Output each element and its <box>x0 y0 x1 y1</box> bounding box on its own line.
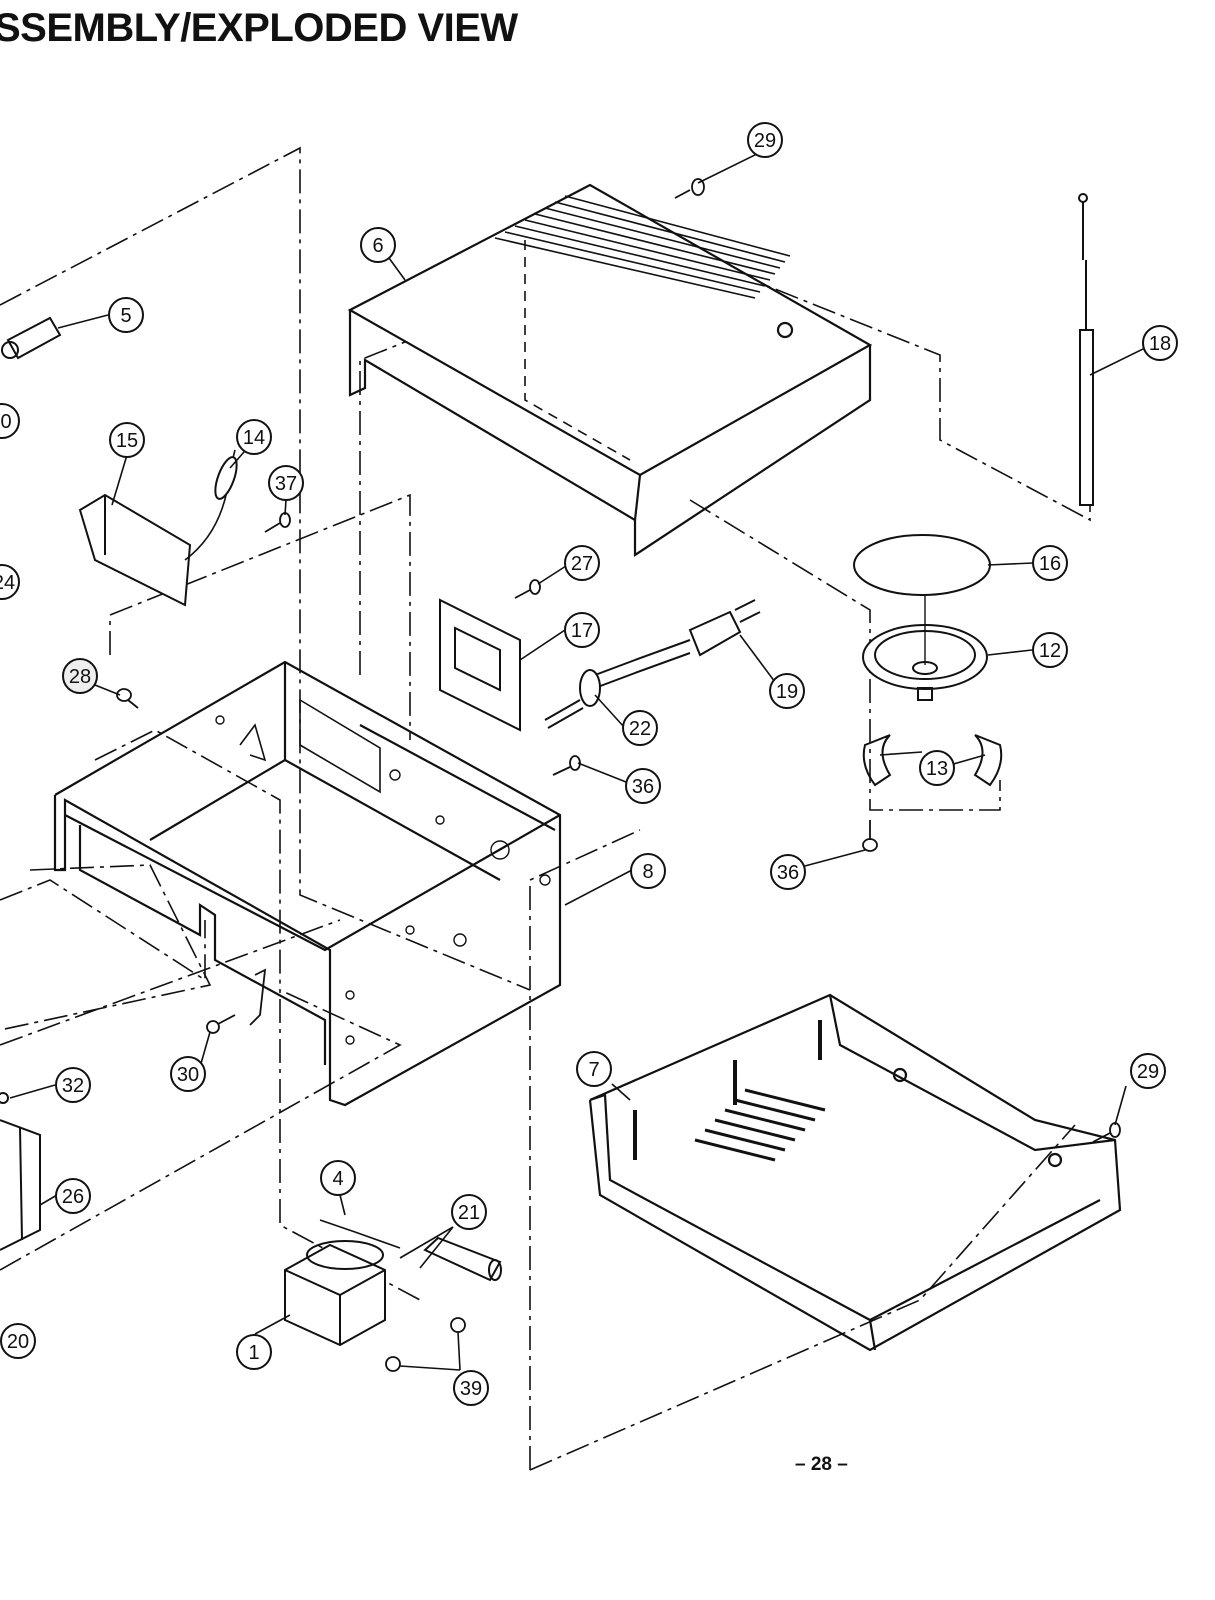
screw-icon <box>552 755 581 776</box>
speaker <box>862 595 988 701</box>
transformer <box>284 1219 401 1347</box>
page-title: SSEMBLY/EXPLODED VIEW <box>0 6 518 50</box>
svg-text:8: 8 <box>642 861 653 883</box>
svg-text:16: 16 <box>1039 553 1061 575</box>
chassis-bracket <box>249 968 267 1026</box>
callout-8: 8 <box>630 853 666 889</box>
callout-14: 14 <box>236 419 272 455</box>
cover-vents <box>494 195 791 299</box>
svg-text:29: 29 <box>1137 1061 1159 1083</box>
callout-0-partial: 0 <box>0 403 20 439</box>
lamp <box>1 316 62 360</box>
svg-text:0: 0 <box>0 411 11 433</box>
callout-12: 12 <box>1032 632 1068 668</box>
callout-29-bottom: 29 <box>1130 1053 1166 1089</box>
svg-text:13: 13 <box>926 758 948 780</box>
callout-30: 30 <box>170 1056 206 1092</box>
power-cord <box>594 599 761 689</box>
callout-15: 15 <box>109 422 145 458</box>
sleeve <box>423 1236 502 1282</box>
svg-text:7: 7 <box>588 1059 599 1081</box>
pcb-module <box>78 449 238 607</box>
callout-5: 5 <box>108 297 144 333</box>
screws <box>116 178 1121 1372</box>
callout-27: 27 <box>564 545 600 581</box>
svg-text:21: 21 <box>458 1202 480 1224</box>
leader-lines <box>9 149 1146 1371</box>
screw-icon <box>862 820 878 852</box>
svg-text:30: 30 <box>177 1064 199 1086</box>
svg-text:37: 37 <box>275 473 297 495</box>
nut-icon <box>385 1356 401 1372</box>
bracket-plate <box>439 598 521 732</box>
svg-text:32: 32 <box>62 1075 84 1097</box>
antenna <box>1078 193 1094 506</box>
svg-text:24: 24 <box>0 572 15 594</box>
svg-text:22: 22 <box>629 718 651 740</box>
svg-text:36: 36 <box>632 776 654 798</box>
callout-28: 28 <box>62 658 98 694</box>
svg-text:4: 4 <box>332 1168 343 1190</box>
callout-20-partial: 20 <box>0 1323 36 1359</box>
case-vents <box>694 1088 826 1162</box>
page-number: – 28 – <box>795 1454 848 1475</box>
bottom-case <box>588 993 1122 1352</box>
chassis-holes <box>215 715 551 1045</box>
callout-7: 7 <box>576 1051 612 1087</box>
speaker-brackets <box>862 734 1003 787</box>
callout-16: 16 <box>1032 545 1068 581</box>
callout-22: 22 <box>622 710 658 746</box>
screw-icon <box>206 1014 236 1034</box>
callout-24-partial: 24 <box>0 564 20 600</box>
callout-6: 6 <box>360 227 396 263</box>
screw-icon <box>514 579 541 599</box>
svg-text:6: 6 <box>372 235 383 257</box>
callout-1: 1 <box>236 1334 272 1370</box>
svg-text:19: 19 <box>776 681 798 703</box>
callout-26: 26 <box>55 1178 91 1214</box>
svg-text:14: 14 <box>243 427 265 449</box>
nut-icon <box>450 1317 466 1333</box>
callout-39: 39 <box>453 1370 489 1406</box>
svg-text:29: 29 <box>754 130 776 152</box>
svg-text:12: 12 <box>1039 640 1061 662</box>
svg-text:26: 26 <box>62 1186 84 1208</box>
screw-icon <box>1092 1122 1121 1143</box>
svg-text:27: 27 <box>571 553 593 575</box>
svg-text:39: 39 <box>460 1378 482 1400</box>
svg-text:17: 17 <box>571 620 593 642</box>
callout-36-right: 36 <box>770 854 806 890</box>
callout-17: 17 <box>564 612 600 648</box>
callout-13: 13 <box>919 750 955 786</box>
screw-icon <box>116 688 139 709</box>
svg-text:15: 15 <box>116 430 138 452</box>
svg-text:36: 36 <box>777 862 799 884</box>
callout-29-top: 29 <box>747 122 783 158</box>
callout-21: 21 <box>451 1194 487 1230</box>
screw-icon <box>674 178 705 199</box>
svg-text:18: 18 <box>1149 333 1171 355</box>
top-cover <box>347 183 873 558</box>
svg-text:5: 5 <box>120 305 131 327</box>
chassis <box>53 660 562 1107</box>
left-partial-parts <box>0 1092 41 1251</box>
assembly-guide-lines <box>0 146 1091 1471</box>
speaker-cover <box>853 534 991 596</box>
callout-19: 19 <box>769 673 805 709</box>
callout-18: 18 <box>1142 325 1178 361</box>
callout-37: 37 <box>268 465 304 501</box>
callout-36-mid: 36 <box>625 768 661 804</box>
callout-4: 4 <box>320 1160 356 1196</box>
svg-text:28: 28 <box>69 666 91 688</box>
svg-text:20: 20 <box>7 1331 29 1353</box>
callouts: 29 6 5 18 15 14 37 0 24 27 17 16 19 12 2… <box>0 122 1178 1406</box>
callout-32: 32 <box>55 1067 91 1103</box>
svg-text:1: 1 <box>248 1342 259 1364</box>
strain-relief <box>544 669 601 729</box>
screw-icon <box>264 512 291 533</box>
